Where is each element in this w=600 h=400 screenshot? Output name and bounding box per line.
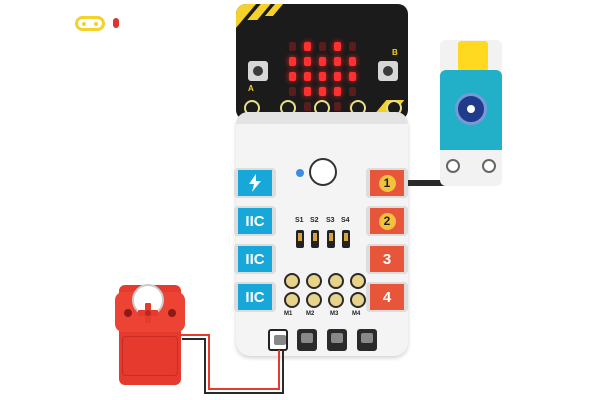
mount-hole: [482, 159, 496, 173]
port-2[interactable]: 2: [366, 206, 408, 236]
motor-label: M3: [330, 311, 339, 317]
led-pixel: [349, 42, 356, 51]
port-number-label: 1: [378, 174, 396, 192]
switch-s2[interactable]: [311, 230, 319, 248]
port-number-label: 2: [378, 212, 396, 230]
led-pixel: [334, 42, 341, 51]
servo-wire: [182, 338, 206, 340]
led-pixel: [334, 87, 341, 96]
iic-port-label: IIC: [238, 208, 272, 234]
motor-label: M1: [284, 311, 293, 317]
led-pixel: [304, 102, 311, 111]
servo-wire: [204, 338, 206, 394]
servo-wire: [208, 334, 210, 390]
servo-port-2[interactable]: [297, 329, 317, 351]
led-pixel: [289, 72, 296, 81]
port-1[interactable]: 1: [366, 168, 408, 198]
button-b[interactable]: [378, 61, 398, 81]
power-indicator-led: [296, 169, 304, 177]
led-pixel: [319, 72, 326, 81]
led-pixel: [289, 57, 296, 66]
servo-port-4[interactable]: [357, 329, 377, 351]
iic-port-3[interactable]: IIC: [234, 282, 276, 312]
led-pixel: [289, 87, 296, 96]
switch-label: S2: [310, 217, 319, 224]
motor-terminal[interactable]: [350, 273, 366, 289]
switch-s1[interactable]: [296, 230, 304, 248]
motor-terminal[interactable]: [306, 292, 322, 308]
iic-port-label: IIC: [238, 246, 272, 272]
servo-mount-hole: [124, 309, 132, 317]
iic-port-label: IIC: [238, 284, 272, 310]
servo-port-1[interactable]: [268, 329, 288, 351]
led-pixel: [304, 42, 311, 51]
motor-terminal[interactable]: [350, 292, 366, 308]
button-a[interactable]: [248, 61, 268, 81]
module-connector: [458, 41, 488, 71]
servo-wire: [180, 334, 210, 336]
servo-mount-hole: [168, 309, 176, 317]
edge-connector-slot: [236, 112, 408, 124]
port-3[interactable]: 3: [366, 244, 408, 274]
led-pixel: [334, 102, 341, 111]
motor-label: M4: [352, 311, 361, 317]
button-b-label: B: [392, 48, 398, 57]
led-pixel: [349, 87, 356, 96]
led-pixel: [334, 72, 341, 81]
servo-cross-icon: [138, 303, 158, 323]
led-pixel: [334, 57, 341, 66]
port-4[interactable]: 4: [366, 282, 408, 312]
servo-wire: [282, 350, 284, 394]
servo-wire: [204, 392, 284, 394]
lightning-icon: [238, 170, 272, 196]
potentiometer-knob-icon[interactable]: [455, 93, 487, 125]
power-port[interactable]: [234, 168, 276, 198]
switch-label: S4: [341, 217, 350, 224]
motor-terminal[interactable]: [284, 292, 300, 308]
switch-s4[interactable]: [342, 230, 350, 248]
led-pixel: [304, 72, 311, 81]
motor-terminal[interactable]: [306, 273, 322, 289]
led-pixel: [349, 57, 356, 66]
switch-s3[interactable]: [327, 230, 335, 248]
motor-terminal[interactable]: [284, 273, 300, 289]
motor-terminal[interactable]: [328, 292, 344, 308]
led-pixel: [304, 87, 311, 96]
buzzer-icon: [309, 158, 337, 186]
switch-label: S1: [295, 217, 304, 224]
iic-port-2[interactable]: IIC: [234, 244, 276, 274]
switch-label: S3: [326, 217, 335, 224]
led-pixel: [319, 57, 326, 66]
mount-hole: [446, 159, 460, 173]
servo-label-panel: [122, 336, 178, 376]
port-number-label: 4: [370, 284, 404, 310]
button-a-label: A: [248, 84, 254, 93]
servo-wire: [208, 388, 280, 390]
microbit-logo-icon: [75, 16, 105, 31]
led-pixel: [319, 87, 326, 96]
led-pixel: [304, 57, 311, 66]
motor-terminal[interactable]: [328, 273, 344, 289]
motor-label: M2: [306, 311, 315, 317]
microphone-icon: [113, 18, 119, 28]
iic-port-1[interactable]: IIC: [234, 206, 276, 236]
servo-wire: [278, 350, 280, 390]
led-pixel: [289, 42, 296, 51]
led-pixel: [319, 42, 326, 51]
servo-port-3[interactable]: [327, 329, 347, 351]
led-pixel: [349, 72, 356, 81]
port-number-label: 3: [370, 246, 404, 272]
